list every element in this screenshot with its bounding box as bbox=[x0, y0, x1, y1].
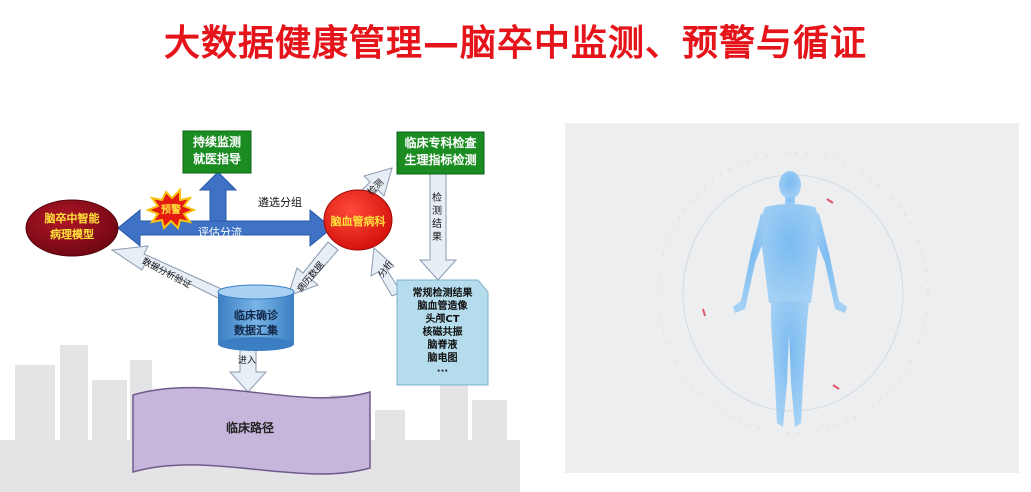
model-line2: 病理模型 bbox=[50, 228, 94, 241]
result-item: 头颅CT bbox=[425, 314, 460, 325]
flow-diagram: 持续监测 就医指导 临床专科检查 生理指标检测 脑卒中智能 病理模型 脑血管病科… bbox=[0, 110, 520, 492]
result-item: 脑电图 bbox=[427, 353, 458, 364]
up-arrow-monitor bbox=[198, 171, 238, 222]
arrow-enter bbox=[228, 347, 268, 393]
results-list: 常规检测结果 脑血管造像 头颅CT 核磁共振 脑脊液 脑电图 ··· bbox=[397, 287, 488, 378]
model-node-text: 脑卒中智能 病理模型 bbox=[30, 211, 114, 243]
dept-node bbox=[323, 189, 393, 251]
label-enter: 进入 bbox=[238, 356, 257, 366]
results-document bbox=[396, 279, 489, 386]
monitor-box bbox=[182, 130, 252, 174]
clinical-path-label: 临床路径 bbox=[225, 421, 274, 435]
clinical-path-band bbox=[132, 386, 371, 475]
human-body-panel bbox=[565, 123, 1019, 473]
result-item: 常规检测结果 bbox=[412, 288, 473, 299]
page-title: 大数据健康管理—脑卒中监测、预警与循证 bbox=[163, 23, 867, 64]
arrow-records bbox=[287, 241, 339, 297]
db-line1: 临床确诊 bbox=[234, 309, 278, 322]
exam-line2: 生理指标检测 bbox=[404, 153, 477, 167]
exam-line1: 临床专科检查 bbox=[404, 136, 477, 150]
warning-burst-shape bbox=[145, 187, 197, 230]
arrow-results-down bbox=[418, 172, 458, 281]
result-item: ··· bbox=[436, 366, 449, 377]
monitor-box-text: 持续监测 就医指导 bbox=[183, 134, 251, 168]
exam-box-text: 临床专科检查 生理指标检测 bbox=[397, 135, 484, 169]
model-line1: 脑卒中智能 bbox=[44, 212, 100, 225]
label-select: 遴选分组 bbox=[258, 196, 302, 209]
human-body-illustration bbox=[632, 147, 954, 449]
model-node bbox=[25, 199, 119, 257]
label-eval: 评估分流 bbox=[198, 226, 242, 239]
result-item: 脑血管造像 bbox=[417, 301, 468, 312]
result-item: 脑脊液 bbox=[427, 340, 458, 351]
monitor-line2: 就医指导 bbox=[192, 152, 241, 166]
db-line2: 数据汇集 bbox=[234, 324, 278, 337]
arrow-verify bbox=[110, 245, 229, 301]
label-results-vertical: 检测结果 bbox=[432, 193, 442, 243]
db-text: 临床确诊 数据汇集 bbox=[218, 308, 294, 338]
database-cylinder bbox=[217, 284, 295, 351]
exam-box bbox=[396, 131, 485, 175]
diagram-canvas bbox=[0, 130, 520, 492]
dept-node-label: 脑血管病科 bbox=[330, 215, 386, 228]
monitor-line1: 持续监测 bbox=[192, 135, 241, 149]
warning-label: 预警 bbox=[161, 205, 181, 216]
result-item: 核磁共振 bbox=[422, 327, 463, 338]
body-figure bbox=[733, 171, 847, 427]
